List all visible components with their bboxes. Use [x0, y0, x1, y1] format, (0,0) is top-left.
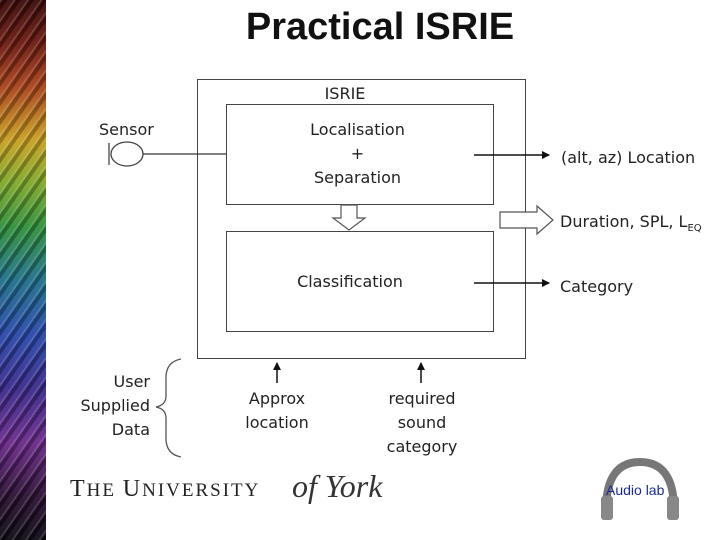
required-line1: required: [388, 389, 456, 408]
approx-line2: location: [245, 413, 309, 432]
user-supplied-line3: Data: [111, 420, 150, 439]
localisation-line3: Separation: [314, 168, 401, 187]
wordmark-he: HE: [86, 480, 123, 501]
user-supplied-line2: Supplied: [80, 396, 151, 415]
audio-lab-link[interactable]: Audio lab: [606, 482, 665, 498]
user-data-brace: [155, 358, 182, 458]
output-duration: Duration, SPL, LEQ: [560, 210, 702, 241]
localisation-line2: +: [350, 144, 365, 163]
output-duration-text: Duration, SPL, L: [560, 212, 688, 231]
user-supplied-line1: User: [113, 372, 150, 391]
output-location: (alt, az) Location: [561, 148, 696, 167]
output-duration-subscript: EQ: [687, 223, 702, 235]
localisation-line1: Localisation: [310, 120, 405, 139]
output-category: Category: [560, 277, 634, 296]
isrie-label: ISRIE: [324, 84, 366, 103]
classification-box: [226, 231, 494, 332]
wordmark-u: U: [122, 476, 143, 502]
required-line3: category: [386, 437, 458, 456]
wordmark-t: T: [70, 476, 87, 502]
localisation-box: [226, 104, 494, 205]
headphones-logo-icon: [601, 457, 679, 520]
duration-output-arrow: [499, 204, 554, 236]
wordmark-niversity: NIVERSITY: [142, 480, 261, 501]
internal-down-arrow: [331, 204, 367, 231]
classification-label: Classification: [297, 272, 403, 291]
decorative-side-strip: [0, 0, 46, 540]
sensor-icon: [108, 141, 144, 167]
university-wordmark: THE UNIVERSITY: [70, 476, 260, 503]
approx-line1: Approx: [248, 389, 306, 408]
sensor-label: Sensor: [99, 120, 154, 139]
required-line2: sound: [397, 413, 447, 432]
university-of-york-script: of York: [292, 468, 383, 504]
page-title: Practical ISRIE: [245, 6, 515, 48]
